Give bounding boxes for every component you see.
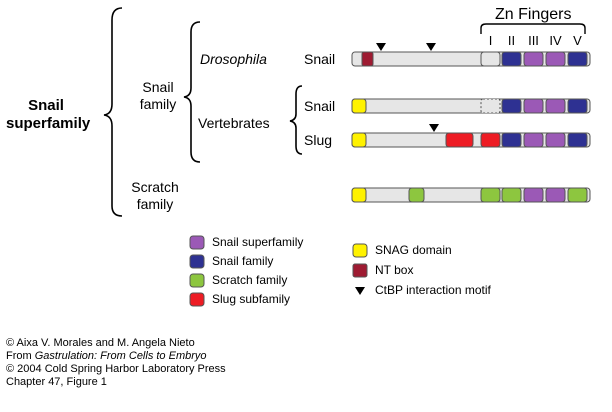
protein-bar-scratch <box>351 187 591 203</box>
zn-finger-numeral-1: I <box>488 33 493 48</box>
ctbp-motif-triangle <box>376 43 386 51</box>
zn-finger-numeral-2: II <box>507 33 516 48</box>
snail-family-label: Snail family <box>130 79 186 113</box>
superfamily-label: Snail superfamily <box>6 97 91 133</box>
slug-domain <box>445 132 474 148</box>
row-label-vertebrate-snail: Snail <box>304 98 336 114</box>
zn-finger-5 <box>567 132 588 148</box>
zn-finger-numeral-5: V <box>573 33 582 48</box>
row-label-drosophila-snail: Snail <box>304 51 336 67</box>
superfamily-label-line2: superfamily <box>6 115 91 132</box>
snail-family-label-line1: Snail <box>142 79 174 95</box>
zn-finger-3 <box>523 187 544 203</box>
zn-finger-2 <box>501 51 522 67</box>
legend-swatch-nt-box <box>352 263 368 278</box>
zn-finger-1 <box>480 98 501 114</box>
legend-label-snail-superfamily: Snail superfamily <box>212 235 304 249</box>
scratch-domain <box>408 187 425 203</box>
ctbp-motif-triangle <box>429 124 439 132</box>
legend-label-snail-family: Snail family <box>212 254 274 268</box>
credit-copyright: © 2004 Cold Spring Harbor Laboratory Pre… <box>6 363 226 375</box>
zn-fingers-title: Zn Fingers <box>495 6 572 23</box>
vertebrates-brace <box>289 85 303 155</box>
superfamily-label-line1: Snail <box>28 97 64 114</box>
legend-label-scratch-family: Scratch family <box>212 273 288 287</box>
protein-bar-slug <box>351 124 591 148</box>
legend-swatch-snail-family <box>189 254 205 269</box>
snail-family-label-line2: family <box>139 96 177 112</box>
snail-family-brace <box>183 21 201 163</box>
legend-label-ctbp-motif: CtBP interaction motif <box>375 283 491 297</box>
zn-finger-numeral-3: III <box>528 33 539 48</box>
zn-finger-4 <box>545 187 566 203</box>
zn-finger-1 <box>480 187 501 203</box>
zn-finger-2 <box>501 98 522 114</box>
ctbp-motif-triangle <box>426 43 436 51</box>
legend-label-snag-domain: SNAG domain <box>375 243 452 257</box>
vertebrates-label: Vertebrates <box>198 115 270 131</box>
zn-finger-5 <box>567 51 588 67</box>
legend-swatch-slug-subfamily <box>189 292 205 307</box>
zn-finger-4 <box>545 98 566 114</box>
protein-bar-drosophila-snail <box>351 43 591 67</box>
credit-book-title: Gastrulation: From Cells to Embryo <box>34 350 207 362</box>
snag-domain <box>351 132 367 148</box>
zn-finger-numeral-4: IV <box>549 33 562 48</box>
zn-finger-2 <box>501 132 522 148</box>
credits: © Aixa V. Morales and M. Angela Nieto Fr… <box>6 337 226 389</box>
nt-box-domain <box>361 51 374 67</box>
zn-finger-1 <box>480 51 501 67</box>
legend-ctbp-triangle <box>355 287 365 295</box>
zn-finger-4 <box>545 51 566 67</box>
legend-label-slug-subfamily: Slug subfamily <box>212 292 291 306</box>
credit-authors: © Aixa V. Morales and M. Angela Nieto <box>6 337 195 349</box>
zn-finger-1 <box>480 132 501 148</box>
zn-fingers-bracket <box>480 23 586 34</box>
legend-swatch-snag-domain <box>352 243 368 258</box>
zn-finger-3 <box>523 98 544 114</box>
zn-finger-3 <box>523 51 544 67</box>
scratch-family-label: Scratch family <box>122 179 188 213</box>
scratch-family-label-line1: Scratch <box>131 179 179 195</box>
zn-finger-2 <box>501 187 522 203</box>
legend-label-nt-box: NT box <box>375 263 414 277</box>
credit-source: From Gastrulation: From Cells to Embryo <box>6 350 226 363</box>
legend-swatch-snail-superfamily <box>189 235 205 250</box>
drosophila-label: Drosophila <box>200 51 267 67</box>
legend-swatch-scratch-family <box>189 273 205 288</box>
zn-finger-4 <box>545 132 566 148</box>
snag-domain <box>351 187 367 203</box>
zn-finger-5 <box>567 98 588 114</box>
credit-source-prefix: From <box>6 350 35 362</box>
credit-chapter: Chapter 47, Figure 1 <box>6 376 107 388</box>
legend-swatches <box>189 235 368 307</box>
row-label-slug: Slug <box>304 132 333 148</box>
superfamily-brace <box>103 7 123 217</box>
protein-bar-vertebrate-snail <box>351 98 591 114</box>
zn-finger-5 <box>567 187 588 203</box>
zn-finger-3 <box>523 132 544 148</box>
snag-domain <box>351 98 367 114</box>
scratch-family-label-line2: family <box>136 196 174 212</box>
